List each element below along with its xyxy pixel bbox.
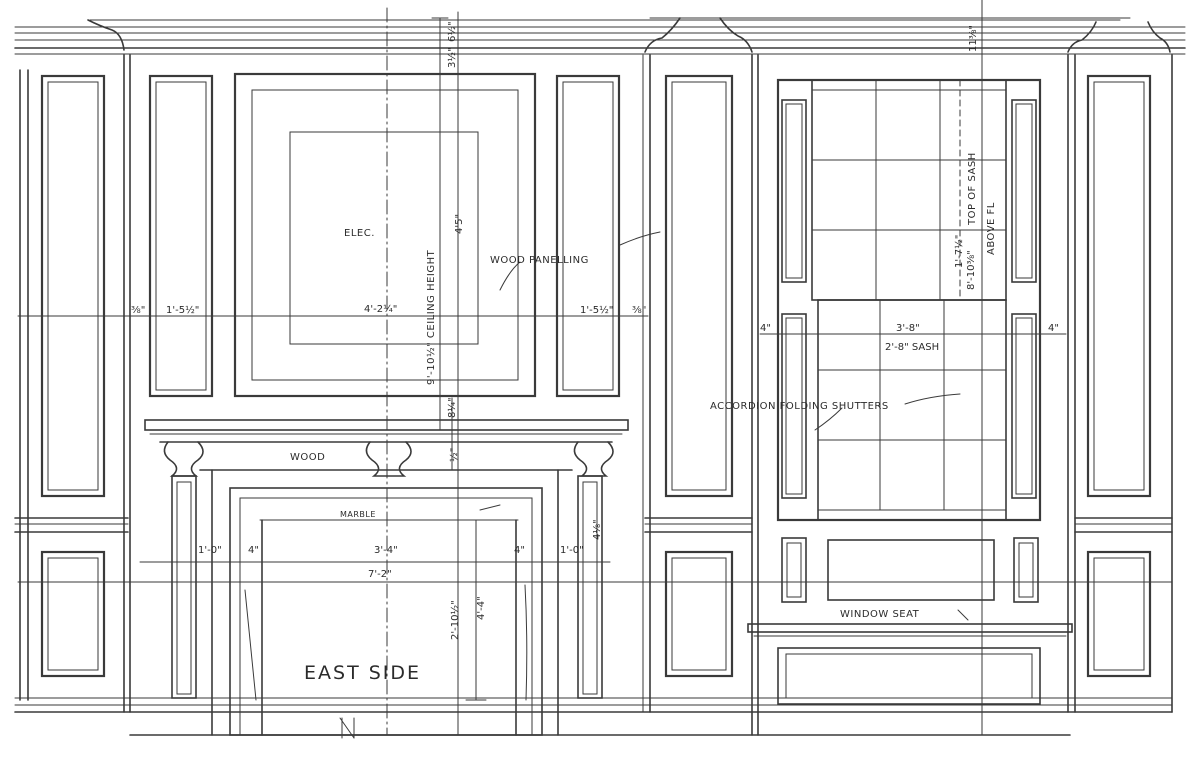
dim-top-right: 11⅜" bbox=[968, 25, 979, 52]
label-east-side: EAST SIDE bbox=[304, 662, 421, 684]
dim-fire-4-right: 4" bbox=[514, 545, 525, 556]
crown-molding bbox=[14, 17, 1186, 55]
label-wood-paneling: WOOD PANELLING bbox=[490, 255, 589, 266]
dim-fire-4-left: 4" bbox=[248, 545, 259, 556]
dim-fire-opening: 3'-4" bbox=[374, 545, 398, 556]
dim-top-6-half: 6½" bbox=[446, 21, 458, 42]
dim-fire-1-0-right: 1'-0" bbox=[560, 545, 584, 556]
label-above-fl: ABOVE FL bbox=[986, 202, 997, 255]
dim-eight-quarter: 8¼" bbox=[446, 397, 458, 418]
dim-top-3-half: 3½" bbox=[446, 47, 458, 68]
chair-rail bbox=[14, 517, 1173, 533]
dim-side-4-right: 4" bbox=[1048, 323, 1059, 334]
dim-fire-height-b: 4'-4" bbox=[476, 596, 487, 620]
label-elec: ELEC. bbox=[344, 228, 375, 239]
dim-fire-4-8: 4⅛" bbox=[592, 519, 603, 540]
label-window-seat: WINDOW SEAT bbox=[840, 609, 920, 620]
dim-fire-1-0-left: 1'-0" bbox=[198, 545, 222, 556]
dim-panel-width-right: 1'-5½" bbox=[580, 304, 613, 316]
window bbox=[747, 78, 1073, 705]
dim-fire-height-a: 2'-10½" bbox=[449, 600, 461, 640]
label-sash: 2'-8" SASH bbox=[885, 342, 939, 353]
dim-side-4-left: 4" bbox=[760, 323, 771, 334]
dim-window-width: 3'-8" bbox=[896, 323, 920, 334]
dim-panel-width-left: 1'-5½" bbox=[166, 304, 199, 316]
frame-verticals bbox=[19, 54, 1173, 736]
dim-sash-height: 1'-7½" bbox=[953, 235, 965, 268]
dim-center-height: 4'5" bbox=[454, 214, 465, 234]
label-accordion-shutters: ACCORDION FOLDING SHUTTERS bbox=[710, 401, 889, 412]
label-ceiling-height: 9'-10½" CEILING HEIGHT bbox=[425, 249, 437, 385]
label-marble: MARBLE bbox=[340, 510, 376, 519]
labels: ELEC. WOOD PANELLING 9'-10½" CEILING HEI… bbox=[290, 152, 997, 684]
dimension-text: 3½" 6½" 11⅜" ⅜" 1'-5½" 4'-2¼" 4'5" 1'-5½… bbox=[131, 21, 1059, 640]
lower-panels bbox=[40, 550, 1152, 678]
dimension-lines bbox=[17, 0, 1173, 739]
upper-panels bbox=[40, 72, 1152, 498]
dim-sash-above-fl: 8'-10⅜" bbox=[966, 250, 977, 290]
label-wood: WOOD bbox=[290, 452, 325, 463]
dim-gap-left: ⅜" bbox=[131, 305, 145, 316]
dim-mantle-half: ½" bbox=[448, 448, 460, 462]
dim-gap-right: ⅜" bbox=[632, 305, 646, 316]
dim-fire-total: 7'-2" bbox=[368, 569, 392, 580]
label-top-of-sash: TOP OF SASH bbox=[967, 152, 978, 226]
fireplace bbox=[144, 419, 629, 736]
dim-center-width: 4'-2¼" bbox=[364, 303, 397, 315]
